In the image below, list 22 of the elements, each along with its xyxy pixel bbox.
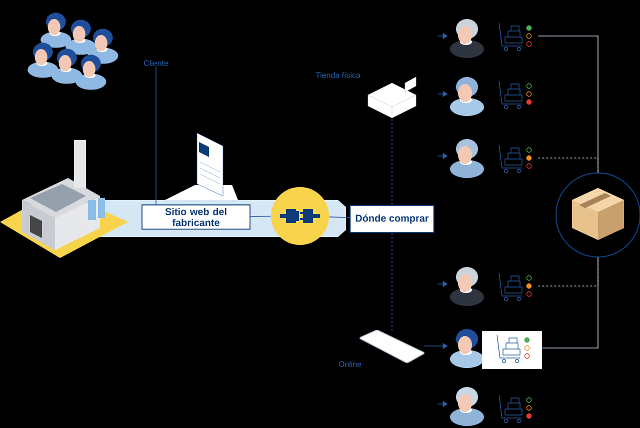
cart-icon	[498, 22, 532, 51]
person-avatar	[450, 387, 484, 426]
cart-icon	[498, 144, 532, 173]
connector	[542, 256, 598, 348]
factory-drawing	[0, 140, 128, 258]
shop-box: Dónde comprar	[350, 205, 434, 233]
person-avatar	[450, 77, 484, 116]
person-avatar	[450, 19, 484, 58]
cart-icon	[498, 272, 532, 301]
cart-icon	[482, 331, 542, 369]
connector	[538, 158, 598, 174]
website-box: Sitio web del fabricante	[142, 204, 250, 230]
cart-icon	[498, 80, 532, 109]
person-avatar	[450, 139, 484, 178]
plug-icon	[271, 187, 329, 245]
cart-icon	[498, 394, 532, 423]
person-avatar	[450, 329, 484, 368]
connector	[250, 216, 272, 217]
package-icon	[555, 172, 640, 258]
connector	[328, 216, 350, 218]
connector	[538, 36, 598, 174]
person-avatar	[450, 267, 484, 306]
